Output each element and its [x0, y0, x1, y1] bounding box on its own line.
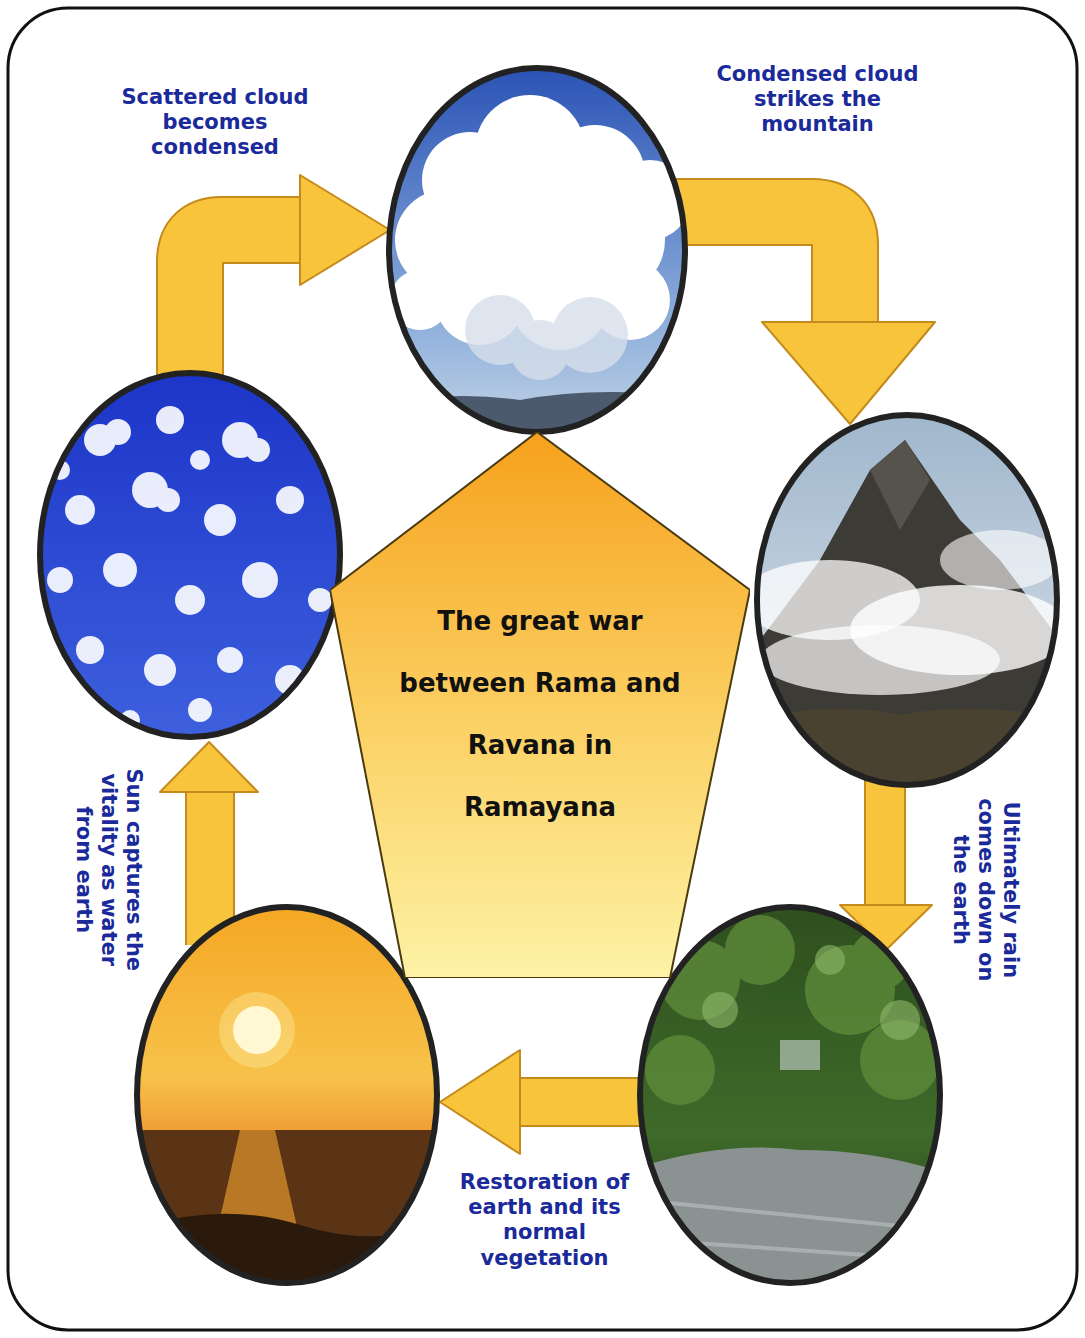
node-text-holder: The great war between Rama and Ravana in… [390, 590, 690, 838]
arrow-caption: Ultimately rain comes down on the earth [948, 782, 1024, 997]
pentagon-shape [330, 432, 750, 978]
arrow-caption: Condensed cloud strikes the mountain [700, 62, 935, 138]
arrow-caption: Restoration of earth and its normal vege… [442, 1170, 647, 1271]
pentagon-node: The great war between Rama and Ravana in… [330, 432, 750, 978]
pentagon-outline [330, 432, 750, 978]
arrow-caption: Sun captures the vitality as water from … [71, 767, 147, 972]
arrow-caption: Scattered cloud becomes condensed [100, 85, 330, 161]
pentagon-title: The great war between Rama and Ravana in… [390, 590, 690, 838]
